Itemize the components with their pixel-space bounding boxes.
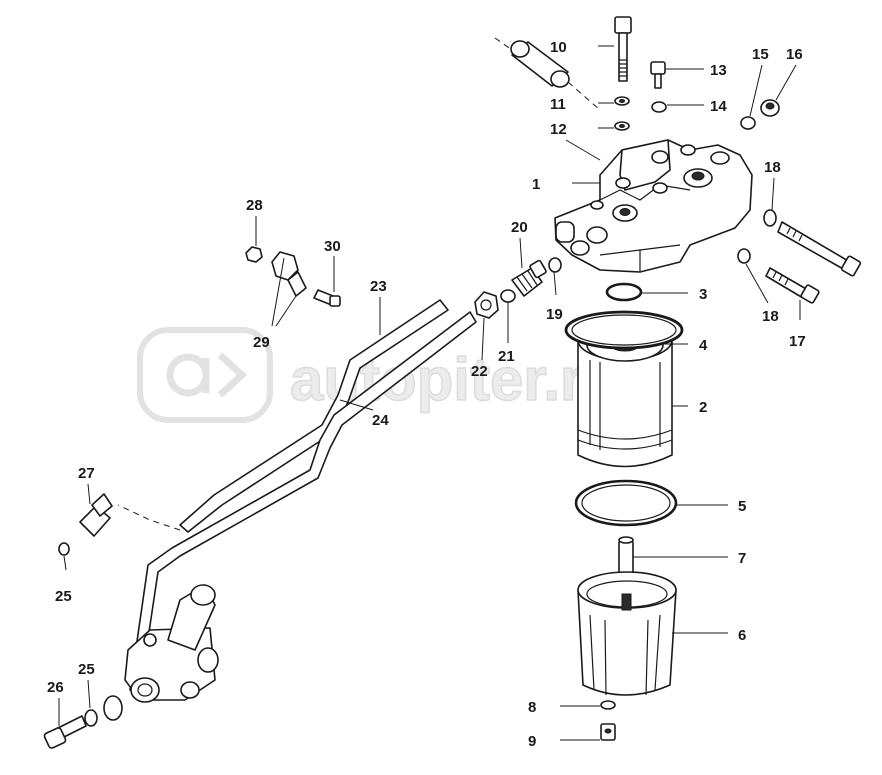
callout-19: 19 — [546, 306, 563, 323]
callout-labels: 1 2 3 4 5 6 7 8 9 10 11 12 13 14 15 16 1… — [47, 39, 806, 750]
part-6-filter-bowl — [577, 571, 677, 696]
callout-7: 7 — [738, 550, 746, 567]
part-9-drain-plug — [600, 723, 616, 741]
line-banjo-eye — [103, 695, 123, 721]
callout-26: 26 — [47, 679, 64, 696]
callout-28: 28 — [246, 197, 263, 214]
callout-1: 1 — [532, 176, 540, 193]
callout-8: 8 — [528, 699, 536, 716]
part-25-washer-left — [58, 542, 70, 556]
part-10-long-bolt — [614, 16, 632, 82]
part-28-nut — [245, 246, 263, 263]
part-15-washer — [740, 116, 756, 130]
part-20-fitting — [511, 259, 547, 297]
callout-25-lower: 25 — [78, 661, 95, 678]
spacer-sleeve — [510, 40, 570, 88]
callout-4: 4 — [699, 337, 708, 354]
fuel-line-24 — [129, 311, 477, 693]
callout-30: 30 — [324, 238, 341, 255]
callout-17: 17 — [789, 333, 806, 350]
callout-16: 16 — [786, 46, 803, 63]
callout-15: 15 — [752, 46, 769, 63]
callout-9: 9 — [528, 733, 536, 750]
callout-18-lower: 18 — [762, 308, 779, 325]
fuel-line-23 — [179, 299, 449, 533]
callout-24: 24 — [372, 412, 389, 429]
callout-3: 3 — [699, 286, 707, 303]
pump-fitting-assembly — [124, 584, 219, 703]
part-30-bolt — [313, 289, 341, 307]
part-14-o-ring — [651, 101, 667, 113]
upper-mounting-bolt — [777, 221, 862, 277]
callout-13: 13 — [710, 62, 727, 79]
part-19-washer — [548, 257, 562, 273]
watermark-logo — [137, 327, 273, 423]
callout-14: 14 — [710, 98, 727, 115]
part-21-sleeve — [500, 289, 516, 303]
callout-10: 10 — [550, 39, 567, 56]
part-8-washer — [600, 700, 616, 710]
part-18-washer-lower — [737, 248, 751, 264]
part-26-banjo-bolt — [43, 715, 87, 749]
part-18-washer-upper — [763, 209, 777, 227]
callout-6: 6 — [738, 627, 746, 644]
part-3-o-ring — [605, 282, 643, 302]
callout-23: 23 — [370, 278, 387, 295]
part-5-gasket — [574, 479, 678, 527]
part-25-washer-lower — [84, 709, 98, 727]
part-13-bleed-screw — [650, 61, 666, 89]
callout-12: 12 — [550, 121, 567, 138]
part-16-plug — [760, 99, 780, 117]
callout-25-left: 25 — [55, 588, 72, 605]
part-22-nut — [474, 291, 499, 319]
part-17-bolt — [765, 267, 820, 304]
callout-29: 29 — [253, 334, 270, 351]
callout-2: 2 — [699, 399, 707, 416]
part-27-fitting — [79, 493, 113, 537]
callout-18-upper: 18 — [764, 159, 781, 176]
part-29-clamp — [271, 251, 307, 297]
filter-head — [554, 139, 753, 273]
callout-20: 20 — [511, 219, 528, 236]
leader-lines — [58, 45, 801, 741]
callout-11: 11 — [550, 96, 566, 113]
part-4-seal-ring — [564, 310, 684, 350]
callout-5: 5 — [738, 498, 746, 515]
callout-22: 22 — [471, 363, 488, 380]
callout-27: 27 — [78, 465, 95, 482]
callout-21: 21 — [498, 348, 515, 365]
